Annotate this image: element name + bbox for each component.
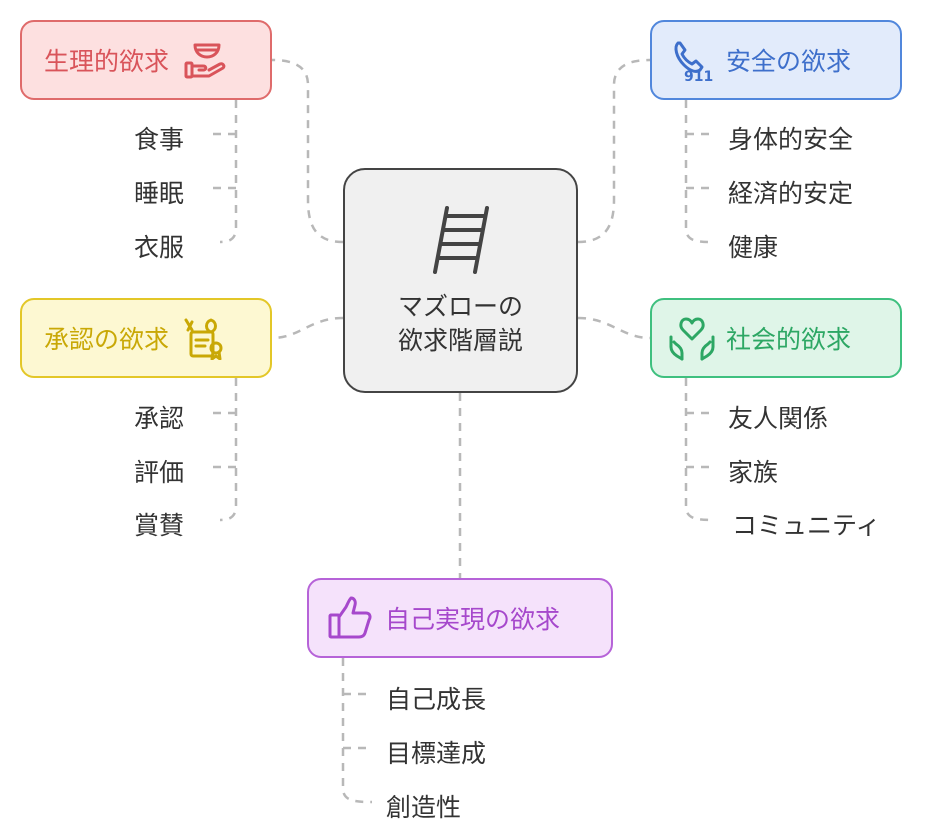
link-safety-items [684,100,714,244]
esteem-needs-title: 承認の欲求 [44,325,170,354]
self-item-growth: 自己成長 [386,685,487,714]
social-needs-title: 社会的欲求 [726,325,852,354]
link-self-items [341,658,373,804]
self-actualization-needs-node[interactable]: 自己実現の欲求 [307,578,613,658]
physiological-item-sleep: 睡眠 [134,179,185,208]
physiological-item-food: 食事 [134,125,185,154]
link-center-safety [577,58,651,244]
physiological-item-clothing: 衣服 [134,233,185,262]
safety-item-economic: 経済的安定 [728,179,854,208]
link-center-esteem [271,316,344,340]
center-title-line2: 欲求階層説 [397,325,523,355]
esteem-item-evaluation: 評価 [134,458,185,487]
center-title: マズローの 欲求階層説 [398,290,523,358]
self-actualization-needs-title: 自己実現の欲求 [385,605,561,634]
esteem-item-recognition: 承認 [134,404,185,433]
svg-text:911: 911 [684,69,713,83]
link-center-social [577,316,651,340]
link-social-items [684,378,715,522]
link-center-physiological [271,58,344,244]
safety-needs-node[interactable]: 911 安全の欲求 [650,20,902,100]
social-item-community: コミュニティ [732,511,881,540]
center-node[interactable]: マズローの 欲求階層説 [343,168,578,393]
safety-needs-title: 安全の欲求 [726,47,852,76]
certificate-icon [184,318,223,360]
thumbs-up-icon [328,596,372,639]
center-title-line1: マズローの [397,291,523,321]
physiological-needs-node[interactable]: 生理的欲求 [20,20,272,100]
link-physiological-items [208,100,238,244]
safety-item-health: 健康 [728,233,779,262]
link-esteem-items [208,378,238,522]
social-needs-node[interactable]: 社会的欲求 [650,298,902,378]
physiological-needs-title: 生理的欲求 [44,47,170,76]
esteem-item-praise: 賞賛 [134,511,185,540]
social-item-family: 家族 [728,458,779,487]
safety-item-physical: 身体的安全 [728,125,854,154]
heart-hands-icon [669,317,715,361]
social-item-friendship: 友人関係 [728,404,829,433]
esteem-needs-node[interactable]: 承認の欲求 [20,298,272,378]
bowl-hand-icon [184,43,226,79]
self-item-creativity: 創造性 [386,793,462,822]
phone-911-icon: 911 [674,41,713,83]
ladder-icon [432,205,489,274]
self-item-goal-achievement: 目標達成 [386,739,487,768]
